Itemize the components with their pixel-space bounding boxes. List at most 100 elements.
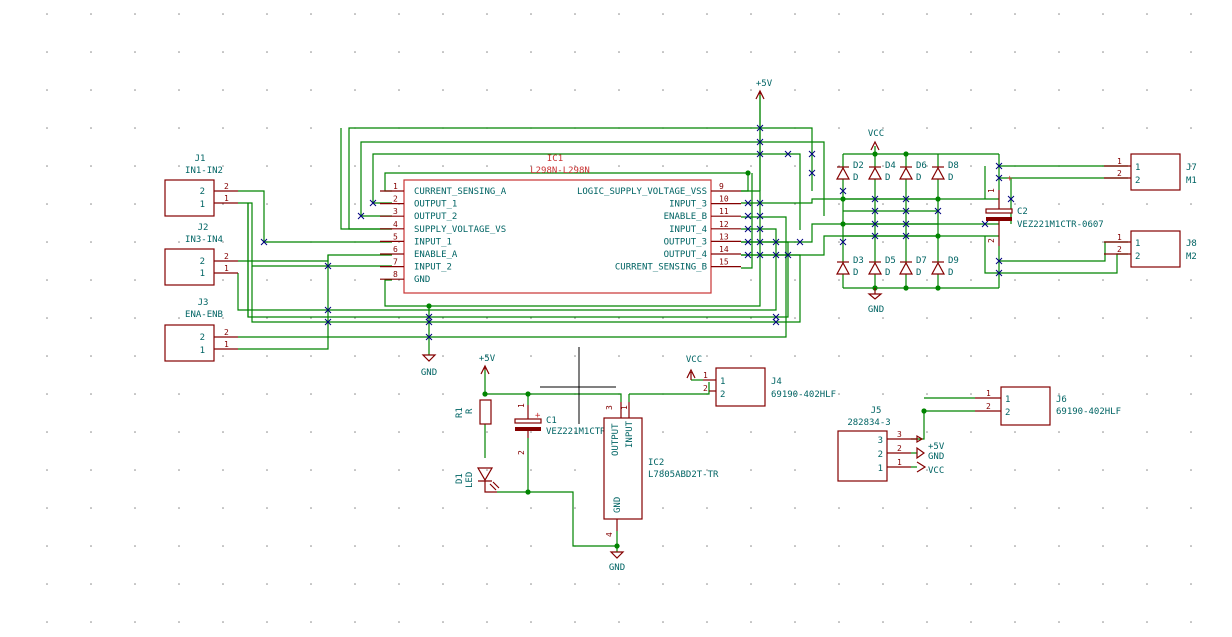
- diode-ref: D2: [853, 161, 864, 171]
- ic1-pin-num: 9: [719, 182, 724, 191]
- j3-pin1-num: 1: [224, 340, 229, 349]
- j2-pin2-name: 2: [200, 257, 205, 267]
- ic1-pin-num: 2: [393, 195, 398, 204]
- ic2-output-name: OUTPUT: [611, 423, 621, 456]
- ic1-pin-name: SUPPLY_VOLTAGE_VS: [414, 225, 506, 235]
- diode-value: D: [853, 173, 858, 183]
- c1-ref: C1: [546, 416, 557, 426]
- j3-pin1-name: 1: [200, 346, 205, 356]
- diode: D2D: [835, 161, 864, 183]
- ic1-pin-num: 14: [719, 245, 729, 254]
- ic1-pin-num: 11: [719, 207, 729, 216]
- j1-pin1-num: 1: [224, 194, 229, 203]
- c2-pin1: 1: [987, 188, 996, 193]
- diode-ref: D7: [916, 256, 927, 266]
- j7-pin1-name: 1: [1135, 163, 1140, 173]
- j3-value: ENA-ENB: [185, 310, 223, 320]
- ic1-pin-num: 10: [719, 195, 729, 204]
- diode: D8D: [930, 161, 959, 183]
- regulator-ic2: 3 1 OUTPUT INPUT 4 GND IC2 L7805ABD2T-TR: [603, 402, 719, 537]
- c2-plus: +: [1007, 174, 1013, 184]
- ic1-pin-name: OUTPUT_4: [664, 250, 707, 260]
- diode-value: D: [885, 268, 890, 278]
- ic1-pin-num: 8: [393, 270, 398, 279]
- j5-pin1-name: 1: [878, 464, 883, 474]
- j2-pin2-num: 2: [224, 252, 229, 261]
- c1-plus: +: [535, 411, 541, 421]
- j4-pin2-name: 2: [720, 390, 725, 400]
- diode: D4D: [867, 161, 896, 183]
- j7-ref: J7: [1186, 163, 1197, 173]
- ic1-pin-num: 5: [393, 232, 398, 241]
- j6-pin2-name: 2: [1005, 408, 1010, 418]
- ic1-pin-num: 13: [719, 232, 729, 241]
- j5-vcc-label: VCC: [928, 466, 944, 476]
- ic2-pin3-num: 3: [605, 405, 614, 410]
- diode-ref: D3: [853, 256, 864, 266]
- j3-pin2-num: 2: [224, 328, 229, 337]
- connector-j5: 3 2 1 3 2 1 J5 282834-3 +5V GND VCC: [837, 406, 945, 482]
- gnd-reg-label: GND: [609, 563, 625, 573]
- diode-value: D: [885, 173, 890, 183]
- ic1-value: L298N-L298N: [530, 166, 590, 176]
- j4-value: 69190-402HLF: [771, 390, 836, 400]
- c2-pin2: 2: [987, 238, 996, 243]
- j6-value: 69190-402HLF: [1056, 407, 1121, 417]
- j3-ref: J3: [198, 298, 209, 308]
- j2-pin1-name: 1: [200, 269, 205, 279]
- j7-value: M1: [1186, 176, 1197, 186]
- diode-ref: D4: [885, 161, 896, 171]
- j8-pin1-name: 1: [1135, 239, 1140, 249]
- gnd-j3-label: GND: [421, 368, 437, 378]
- c2-value: VEZ221M1CTR-0607: [1017, 220, 1104, 230]
- diode-value: D: [916, 173, 921, 183]
- power-5v-top: +5V: [755, 79, 773, 100]
- vcc-j4-label: VCC: [686, 355, 702, 365]
- diode: D5D: [867, 256, 896, 278]
- diode-ref: D8: [948, 161, 959, 171]
- ic1-pin-num: 7: [393, 258, 398, 267]
- r1-ref: R1: [455, 407, 465, 418]
- ic2-ref: IC2: [648, 458, 664, 468]
- ic1-pin-name: LOGIC_SUPPLY_VOLTAGE_VSS: [577, 187, 707, 197]
- connector-j7: 1 2 1 2 J7 M1: [1104, 153, 1197, 191]
- ic1-pin-name: ENABLE_B: [664, 212, 707, 222]
- j4-pin1-name: 1: [720, 377, 725, 387]
- ic2-gnd-name: GND: [613, 497, 623, 513]
- ic1-pin-name: OUTPUT_2: [414, 212, 457, 222]
- j5-pin3-num: 3: [897, 430, 902, 439]
- c1-pin1: 1: [517, 403, 526, 408]
- ic2-input-name: INPUT: [625, 420, 635, 448]
- j5-gnd-label: GND: [928, 452, 944, 462]
- j5-p5v-label: +5V: [928, 442, 945, 452]
- ic1-pin-name: CURRENT_SENSING_B: [615, 263, 707, 273]
- j1-ref: J1: [195, 154, 206, 164]
- j8-pin2-name: 2: [1135, 252, 1140, 262]
- ic1-pin-name: OUTPUT_3: [664, 237, 707, 247]
- j2-pin1-num: 1: [224, 264, 229, 273]
- connector-j8: 1 2 1 2 J8 M2: [1104, 230, 1197, 268]
- j5-ref: J5: [871, 406, 882, 416]
- ic1-pin-name: INPUT_2: [414, 263, 452, 273]
- d1-ref: D1: [455, 473, 465, 484]
- ic1-right-pins: 9LOGIC_SUPPLY_VOLTAGE_VSS10INPUT_311ENAB…: [577, 182, 741, 273]
- resistor-r1: R1 R: [455, 399, 492, 425]
- no-connect-crossings: [260, 124, 1015, 341]
- ic1-pin-name: INPUT_1: [414, 237, 452, 247]
- connector-j4: 1 2 1 2 J4 69190-402HLF: [703, 367, 836, 407]
- j2-ref: J2: [198, 223, 209, 233]
- power-vcc-j4: VCC: [686, 355, 702, 380]
- j6-pin2-num: 2: [986, 402, 991, 411]
- ic1-pin-num: 15: [719, 258, 729, 267]
- j2-value: IN3-IN4: [185, 235, 223, 245]
- gnd-regulator: GND: [609, 551, 625, 573]
- power-5v-led: +5V: [479, 354, 496, 375]
- c1-pin2: 2: [517, 450, 526, 455]
- j3-pin2-name: 2: [200, 333, 205, 343]
- j6-pin1-name: 1: [1005, 395, 1010, 405]
- capacitor-c1: + 1 2 C1 VEZ221M1CTR-0607: [514, 403, 633, 455]
- diode-value: D: [853, 268, 858, 278]
- c2-ref: C2: [1017, 207, 1028, 217]
